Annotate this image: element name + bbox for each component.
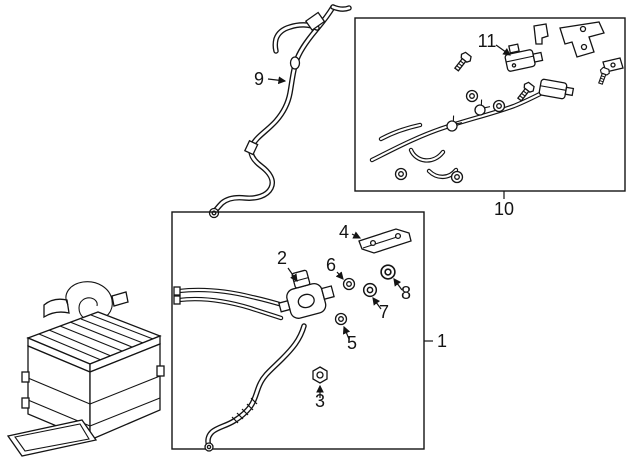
solenoid-valve-a (504, 43, 544, 72)
callout-3-group: 3 (315, 384, 325, 411)
callout-8[interactable]: 8 (401, 283, 411, 303)
intake-duct (43, 298, 70, 319)
leader-8 (393, 278, 403, 291)
leader-6 (335, 271, 344, 280)
tube-end-opening (206, 444, 212, 450)
callout-1[interactable]: 1 (437, 331, 447, 351)
callout-5-group: 5 (342, 325, 357, 353)
callout-4-group: 4 (339, 222, 362, 242)
airbox-housing (21, 343, 165, 441)
intake-outlet-stub (111, 291, 129, 307)
callout-6-group: 6 (326, 255, 344, 280)
callout-11-group: 11 (478, 31, 511, 56)
seal-ring-8 (380, 264, 396, 280)
callout-10[interactable]: 10 (494, 199, 514, 219)
leader-4 (351, 231, 362, 239)
grommet (450, 170, 464, 184)
callout-8-group: 8 (393, 278, 411, 303)
solenoid-valve-b (538, 78, 575, 100)
kit-hose-short (381, 125, 420, 139)
leader-11 (495, 44, 511, 56)
hose-branch-top (333, 7, 349, 9)
mounting-bracket (559, 21, 605, 58)
callout-10-group: 10 (494, 191, 514, 219)
hose-tee-fitting (304, 11, 326, 32)
purge-valve-box-1: 4 2 6 7 8 5 3 (171, 211, 425, 452)
callout-2-group: 2 (277, 248, 298, 282)
kit-hose-u (411, 150, 443, 160)
seal-ring-6 (342, 277, 356, 291)
tube-end-fitting (173, 286, 181, 296)
air-cleaner-assembly (6, 281, 165, 457)
leader-2 (287, 267, 298, 282)
bolt (451, 50, 474, 74)
callout-3[interactable]: 3 (315, 391, 325, 411)
purge-valve-2 (278, 269, 335, 319)
callout-1-group: 1 (424, 331, 447, 351)
nut-3 (312, 366, 328, 384)
grommet (492, 99, 506, 113)
grommet (465, 89, 479, 103)
callout-7-group: 7 (372, 297, 389, 322)
leader-9 (267, 76, 287, 85)
callout-9[interactable]: 9 (254, 69, 264, 89)
bracket-4 (358, 228, 412, 254)
hose-mid-fitting (243, 139, 259, 156)
callout-7[interactable]: 7 (379, 302, 389, 322)
callout-2[interactable]: 2 (277, 248, 287, 268)
inset-box-10 (354, 17, 626, 192)
seal-ring-5 (334, 312, 348, 326)
callout-6[interactable]: 6 (326, 255, 336, 275)
housing-clip (21, 371, 30, 383)
retaining-clip (533, 23, 549, 45)
seal-ring-7 (362, 282, 378, 298)
grommet (394, 167, 408, 181)
leader-5 (342, 325, 351, 340)
housing-clip (21, 397, 30, 409)
callout-9-group: 9 (254, 69, 287, 89)
hose-main-run (214, 7, 333, 212)
down-tube (204, 326, 304, 452)
tube-end-fitting (173, 295, 181, 305)
hardware-kit-box-10: 11 (354, 17, 626, 192)
callout-4[interactable]: 4 (339, 222, 349, 242)
leader-7 (372, 297, 382, 310)
callout-11[interactable]: 11 (478, 31, 497, 51)
inset-box-1 (171, 211, 425, 450)
hose-clamp-ring (289, 56, 301, 70)
bolt (595, 66, 611, 86)
airbox-bottom-tray (6, 419, 98, 457)
callout-5[interactable]: 5 (347, 333, 357, 353)
housing-clip (156, 365, 165, 377)
vacuum-hose-assembly-9 (208, 7, 350, 219)
